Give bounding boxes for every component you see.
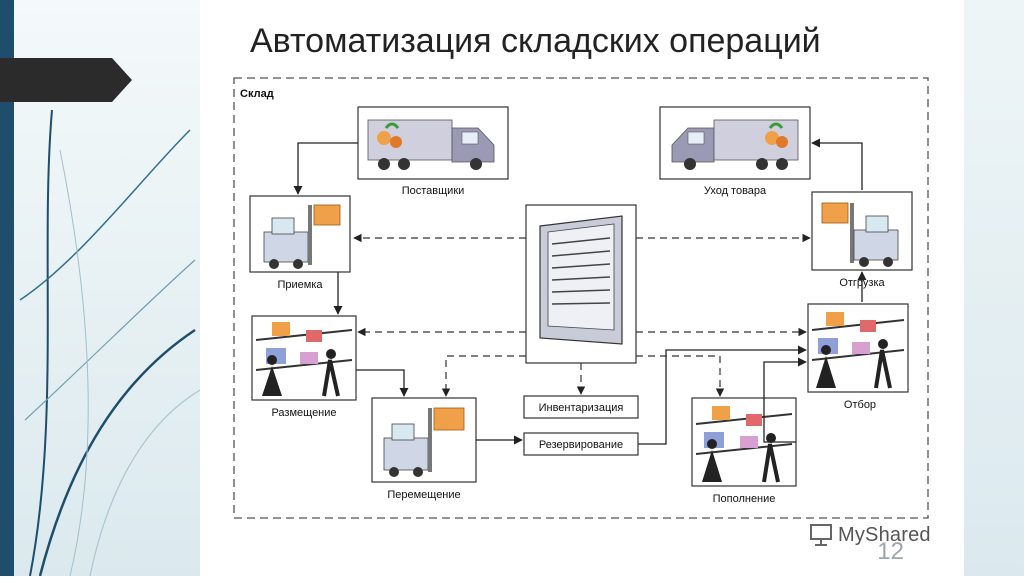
- right-decoration-panel: [964, 0, 1024, 576]
- inventory-label: Инвентаризация: [539, 402, 624, 414]
- outgoing-node: Уход товара: [659, 106, 811, 197]
- reservation-node: Резервирование: [523, 432, 639, 456]
- flow-arrows: [293, 138, 867, 445]
- watermark-text: MyShared: [838, 523, 931, 546]
- placement-node: Размещение: [251, 315, 357, 419]
- server-icon: [539, 215, 623, 345]
- shelf-workers-icon: [695, 406, 793, 483]
- inventory-node: Инвентаризация: [523, 395, 639, 419]
- slide-title: Автоматизация складских операций: [250, 22, 821, 60]
- outgoing-label: Уход товара: [704, 185, 767, 197]
- replenishment-label: Пополнение: [713, 493, 776, 505]
- moving-label: Перемещение: [387, 489, 460, 501]
- moving-node: Перемещение: [371, 397, 477, 501]
- shelf-workers-icon: [811, 312, 905, 389]
- forklift-icon: [821, 202, 899, 267]
- shelf-workers-icon: [255, 322, 353, 397]
- truck-icon: [671, 119, 799, 170]
- reservation-label: Резервирование: [539, 439, 623, 451]
- title-arrow-tab: [0, 58, 132, 102]
- slide-number: 12: [877, 538, 904, 565]
- placement-label: Размещение: [271, 407, 336, 419]
- server-node: [525, 204, 637, 364]
- receiving-label: Приемка: [277, 279, 323, 291]
- suppliers-label: Поставщики: [402, 185, 465, 197]
- replenishment-node: Пополнение: [691, 397, 797, 505]
- truck-icon: [367, 119, 495, 170]
- forklift-icon: [263, 204, 341, 269]
- forklift-icon: [383, 407, 465, 477]
- suppliers-node: Поставщики: [357, 106, 509, 197]
- warehouse-frame: [233, 77, 929, 519]
- receiving-node: Приемка: [249, 195, 351, 291]
- swirl-decoration: [0, 0, 201, 577]
- info-arrows: [353, 233, 811, 397]
- presentation-icon: [810, 524, 832, 546]
- watermark: MyShared: [808, 522, 931, 548]
- warehouse-label: Склад: [240, 88, 274, 100]
- picking-node: Отбор: [807, 303, 909, 411]
- picking-label: Отбор: [844, 399, 876, 411]
